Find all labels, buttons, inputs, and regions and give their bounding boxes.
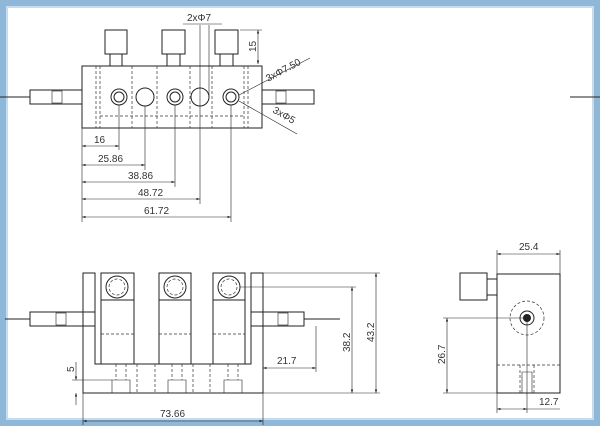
dim-73-66: 73.66 [160, 409, 185, 420]
top-body [81, 65, 263, 129]
dim-2x-phi7: 2xΦ7 [187, 13, 212, 24]
dim-38-2: 38.2 [342, 332, 353, 352]
dim-25-4: 25.4 [519, 242, 539, 253]
dim-38-86: 38.86 [128, 171, 153, 182]
dim-16: 16 [94, 135, 106, 146]
dim-43-2: 43.2 [366, 322, 377, 342]
front-view: 73.66 21.7 38.2 43.2 5 [5, 272, 380, 425]
knobs [104, 29, 239, 67]
dim-3x-phi7-50: 3xΦ7.50 [264, 57, 303, 85]
dim-15: 15 [248, 40, 259, 52]
side-view: 25.4 26.7 12.7 [437, 242, 561, 413]
dim-48-72: 48.72 [138, 188, 163, 199]
dim-5: 5 [66, 366, 77, 372]
top-view: 16 25.86 38.86 48.72 61.72 2xΦ7 15 3xΦ7.… [0, 13, 600, 222]
dim-21-7: 21.7 [277, 356, 297, 367]
dim-25-86: 25.86 [98, 154, 123, 165]
dim-12-7: 12.7 [539, 397, 559, 408]
dim-61-72: 61.72 [144, 206, 169, 217]
dim-26-7: 26.7 [437, 344, 448, 364]
dim-3x-phi5: 3xΦ5 [271, 105, 298, 127]
